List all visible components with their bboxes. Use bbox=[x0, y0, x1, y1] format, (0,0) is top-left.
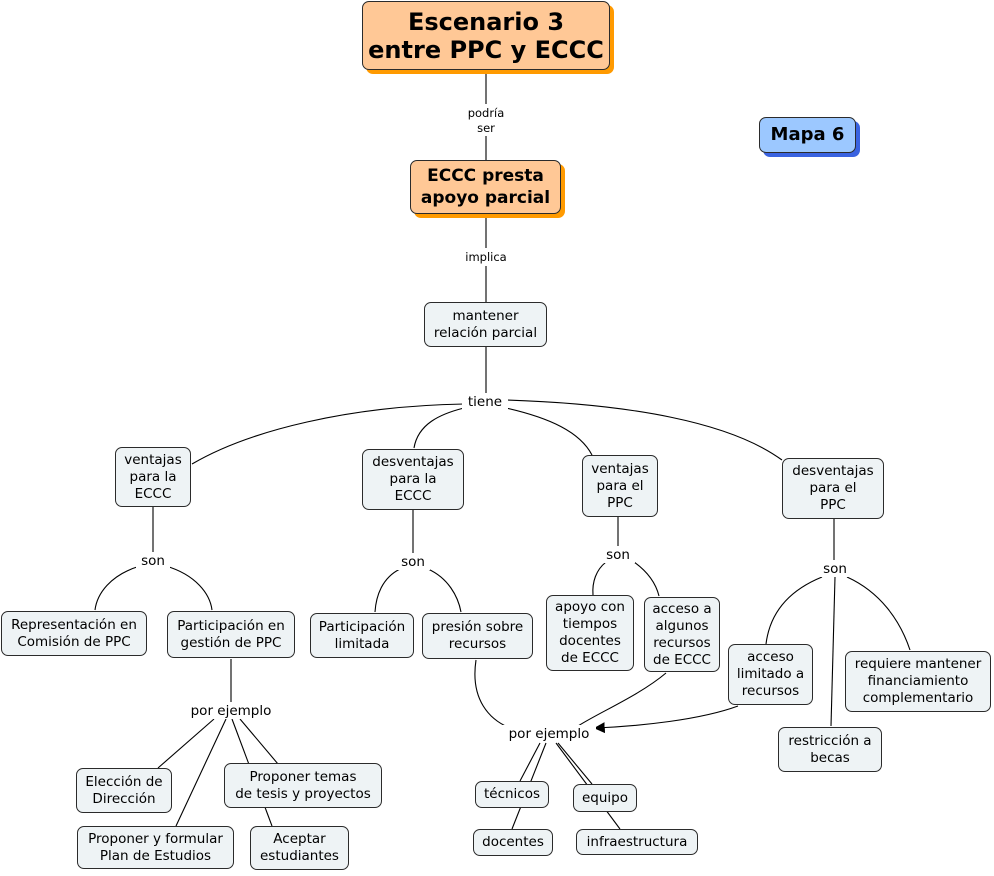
concept-tecnicos[interactable]: técnicos bbox=[475, 781, 549, 808]
linking-phrase-son-1: son bbox=[136, 552, 170, 569]
link-porejemplo-temas bbox=[239, 718, 279, 765]
link-son-financiamiento bbox=[846, 576, 911, 651]
concept-acceso-limitado[interactable]: acceso limitado a recursos bbox=[728, 644, 813, 705]
link-son-representacion bbox=[94, 565, 141, 611]
link-tiene-adv-eccc bbox=[191, 403, 465, 465]
concept-ventajas-ppc[interactable]: ventajas para el PPC bbox=[582, 455, 658, 517]
concept-financiamiento[interactable]: requiere mantener financiamiento complem… bbox=[845, 651, 991, 712]
link-son-presion bbox=[427, 568, 462, 613]
link-porejemplo-plan bbox=[175, 718, 227, 827]
concept-ventajas-eccc[interactable]: ventajas para la ECCC bbox=[115, 447, 191, 507]
link-son-participacion-limitada bbox=[374, 568, 401, 613]
map-label[interactable]: Mapa 6 bbox=[759, 117, 856, 153]
link-tiene-dis-ppc bbox=[505, 399, 783, 461]
title-concept[interactable]: Escenario 3 entre PPC y ECCC bbox=[362, 1, 610, 70]
linking-phrase-podria-ser: podría ser bbox=[462, 105, 510, 136]
linking-phrase-son-3: son bbox=[601, 546, 635, 563]
link-son-apoyo bbox=[592, 561, 607, 596]
link-acceso-limitado-porejemplo bbox=[593, 705, 739, 734]
concept-presion-recursos[interactable]: presión sobre recursos bbox=[422, 613, 533, 659]
concept-representacion[interactable]: Representación en Comisión de PPC bbox=[1, 611, 147, 656]
concept-apoyo-tiempos[interactable]: apoyo con tiempos docentes de ECCC bbox=[546, 595, 634, 671]
scenario-concept[interactable]: ECCC presta apoyo parcial bbox=[410, 160, 561, 214]
link-tiene-adv-ppc bbox=[505, 407, 593, 456]
link-porejemplo-equipo bbox=[557, 742, 593, 785]
linking-phrase-tiene: tiene bbox=[462, 393, 508, 410]
linking-phrase-implica: implica bbox=[458, 249, 514, 265]
link-tiene-dis-eccc bbox=[413, 407, 465, 449]
concept-infraestructura[interactable]: infraestructura bbox=[576, 829, 698, 855]
concept-desventajas-ppc[interactable]: desventajas para el PPC bbox=[782, 458, 884, 519]
link-son-participacion bbox=[165, 565, 213, 611]
concept-participacion-gestion[interactable]: Participación en gestión de PPC bbox=[167, 611, 295, 658]
linking-phrase-son-2: son bbox=[396, 553, 430, 570]
linking-phrase-son-4: son bbox=[818, 560, 852, 577]
concept-docentes[interactable]: docentes bbox=[473, 829, 553, 856]
link-son-restriccion bbox=[830, 576, 836, 727]
concept-proponer-temas[interactable]: Proponer temas de tesis y proyectos bbox=[224, 763, 382, 808]
concept-proponer-plan[interactable]: Proponer y formular Plan de Estudios bbox=[77, 826, 234, 869]
linking-phrase-por-ejemplo-1: por ejemplo bbox=[184, 702, 278, 719]
concept-aceptar-estudiantes[interactable]: Aceptar estudiantes bbox=[250, 826, 349, 870]
concept-participacion-limitada[interactable]: Participación limitada bbox=[310, 613, 414, 658]
relation-concept[interactable]: mantener relación parcial bbox=[424, 302, 547, 347]
link-porejemplo-eleccion bbox=[157, 718, 215, 769]
linking-phrase-por-ejemplo-2: por ejemplo bbox=[502, 725, 596, 742]
link-porejemplo-tecnicos bbox=[519, 742, 541, 782]
concept-desventajas-eccc[interactable]: desventajas para la ECCC bbox=[362, 449, 464, 510]
concept-restriccion-becas[interactable]: restricción a becas bbox=[778, 727, 882, 772]
concept-acceso-algunos[interactable]: acceso a algunos recursos de ECCC bbox=[644, 597, 720, 672]
concept-equipo[interactable]: equipo bbox=[573, 784, 637, 812]
link-presion-porejemplo bbox=[474, 659, 511, 729]
link-son-acceso-algunos bbox=[633, 561, 660, 597]
link-acceso-algunos-porejemplo bbox=[577, 672, 667, 727]
concept-eleccion-direccion[interactable]: Elección de Dirección bbox=[76, 768, 172, 813]
link-son-acceso-limitado bbox=[765, 576, 823, 645]
